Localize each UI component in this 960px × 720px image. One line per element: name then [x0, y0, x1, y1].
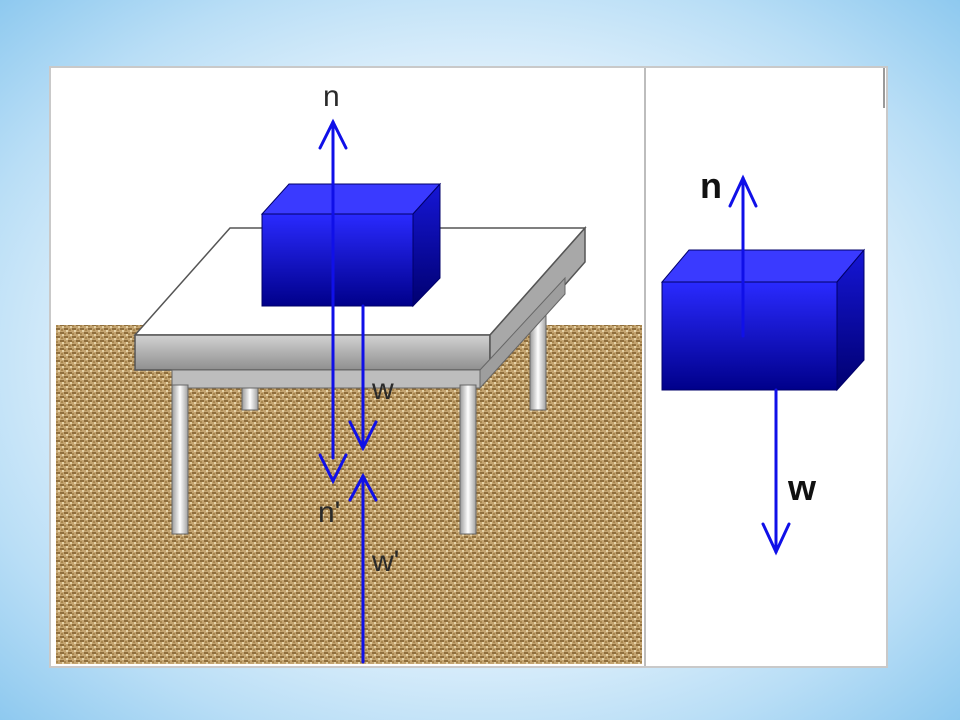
- label-n-left: n: [323, 80, 340, 113]
- tabletop-front-edge: [134, 334, 491, 371]
- block-right-front-face: [661, 281, 838, 391]
- label-n-right: n: [700, 165, 722, 206]
- block-right-top-face: [660, 249, 866, 283]
- label-n-prime: n': [318, 496, 340, 529]
- block-left-front-face: [261, 213, 414, 307]
- arrow-w-left: [348, 304, 378, 452]
- arrow-w-right: [761, 388, 791, 556]
- arrow-n-left: [318, 118, 348, 460]
- arrow-n-right: [728, 174, 758, 338]
- arrow-n-prime: [318, 453, 348, 485]
- table-apron: [171, 369, 481, 389]
- label-w-right: w: [787, 467, 817, 508]
- label-w-left: w: [371, 373, 394, 406]
- arrow-w-prime: [348, 472, 378, 664]
- table-leg-front-left: [171, 384, 189, 535]
- label-w-prime: w': [371, 545, 399, 578]
- table-leg-front-right: [459, 384, 477, 535]
- block-left-top-face: [260, 183, 442, 215]
- table-apron-side: [479, 276, 566, 390]
